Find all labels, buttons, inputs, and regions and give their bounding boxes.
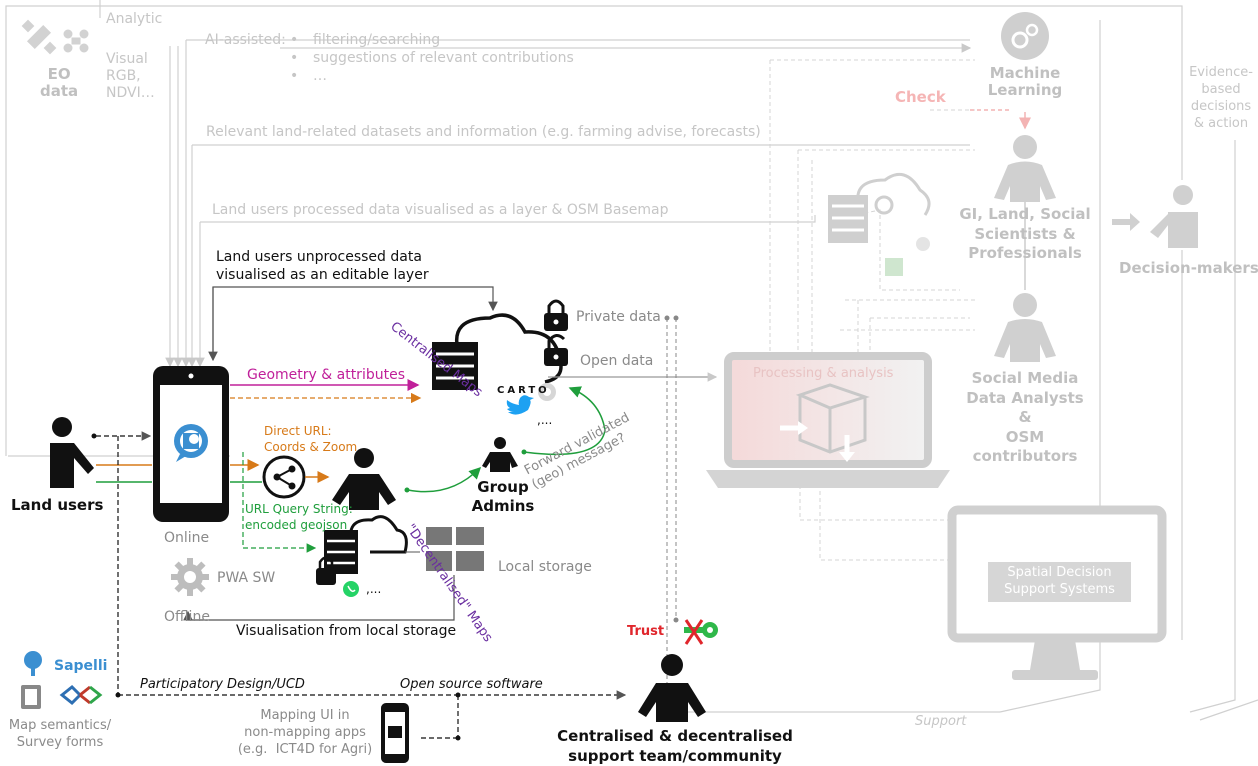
machine-learning-label: Machine Learning	[987, 64, 1063, 100]
ai-assisted-label: AI-assisted:	[205, 32, 286, 48]
local-storage-label: Local storage	[498, 559, 592, 575]
unprocessed-data-label: Land users unprocessed data visualised a…	[216, 249, 429, 283]
ai-bullet: •	[290, 50, 299, 66]
datasets-label: Relevant land-related datasets and infor…	[206, 124, 761, 140]
scientists-label: GI, Land, Social Scientists & Profession…	[959, 205, 1091, 262]
eo-data-label: EO data	[40, 65, 79, 101]
support-team-label: Centralised & decentralised support team…	[557, 727, 793, 765]
mapping-ui-label: Mapping UI in non-mapping apps (e.g. ICT…	[237, 708, 373, 757]
analysts-label: Social Media Data Analysts & OSM contrib…	[966, 369, 1084, 465]
trust-label: Trust	[627, 624, 665, 639]
support-label: Support	[915, 714, 967, 729]
processing-label: Processing & analysis	[753, 366, 894, 381]
ai-item-filtering: filtering/searching	[313, 32, 441, 48]
visual-label: Visual RGB, NDVI…	[106, 51, 155, 101]
ai-bullet: •	[290, 68, 299, 84]
open-source-label: Open source software	[400, 677, 543, 692]
check-label: Check	[895, 88, 946, 106]
geometry-attributes-label: Geometry & attributes	[247, 367, 405, 383]
processed-data-label: Land users processed data visualised as …	[212, 202, 669, 218]
open-data-label: Open data	[580, 353, 654, 369]
pwa-sw-label: PWA SW	[217, 570, 276, 586]
sdss-label: Spatial Decision Support Systems	[1004, 565, 1115, 597]
map-semantics-label: Map semantics/ Survey forms	[8, 718, 112, 750]
whatsapp-etc-label: ,...	[366, 582, 382, 596]
sapelli-label: Sapelli	[54, 658, 108, 674]
decision-makers-label: Decision-makers	[1119, 259, 1258, 277]
participatory-design-label: Participatory Design/UCD	[140, 677, 305, 692]
ai-bullet: •	[290, 32, 299, 48]
ai-item-ellipsis: …	[313, 68, 327, 84]
carto-label: CARTO	[497, 385, 550, 396]
direct-url-label: Direct URL: Coords & Zoom	[264, 424, 358, 454]
url-query-label: URL Query String: encoded geojson	[245, 502, 353, 532]
land-users-label: Land users	[11, 496, 104, 514]
offline-label: Offline	[164, 609, 210, 625]
ai-item-suggestions: suggestions of relevant contributions	[313, 50, 574, 66]
group-admins-label: Group Admins	[471, 478, 535, 515]
analytic-label: Analytic	[106, 11, 163, 27]
visualisation-local-label: Visualisation from local storage	[236, 623, 457, 639]
online-label: Online	[164, 530, 210, 546]
twitter-etc-label: ,...	[537, 413, 553, 427]
private-data-label: Private data	[576, 309, 661, 325]
evidence-label: Evidence- based decisions & action	[1189, 65, 1253, 131]
